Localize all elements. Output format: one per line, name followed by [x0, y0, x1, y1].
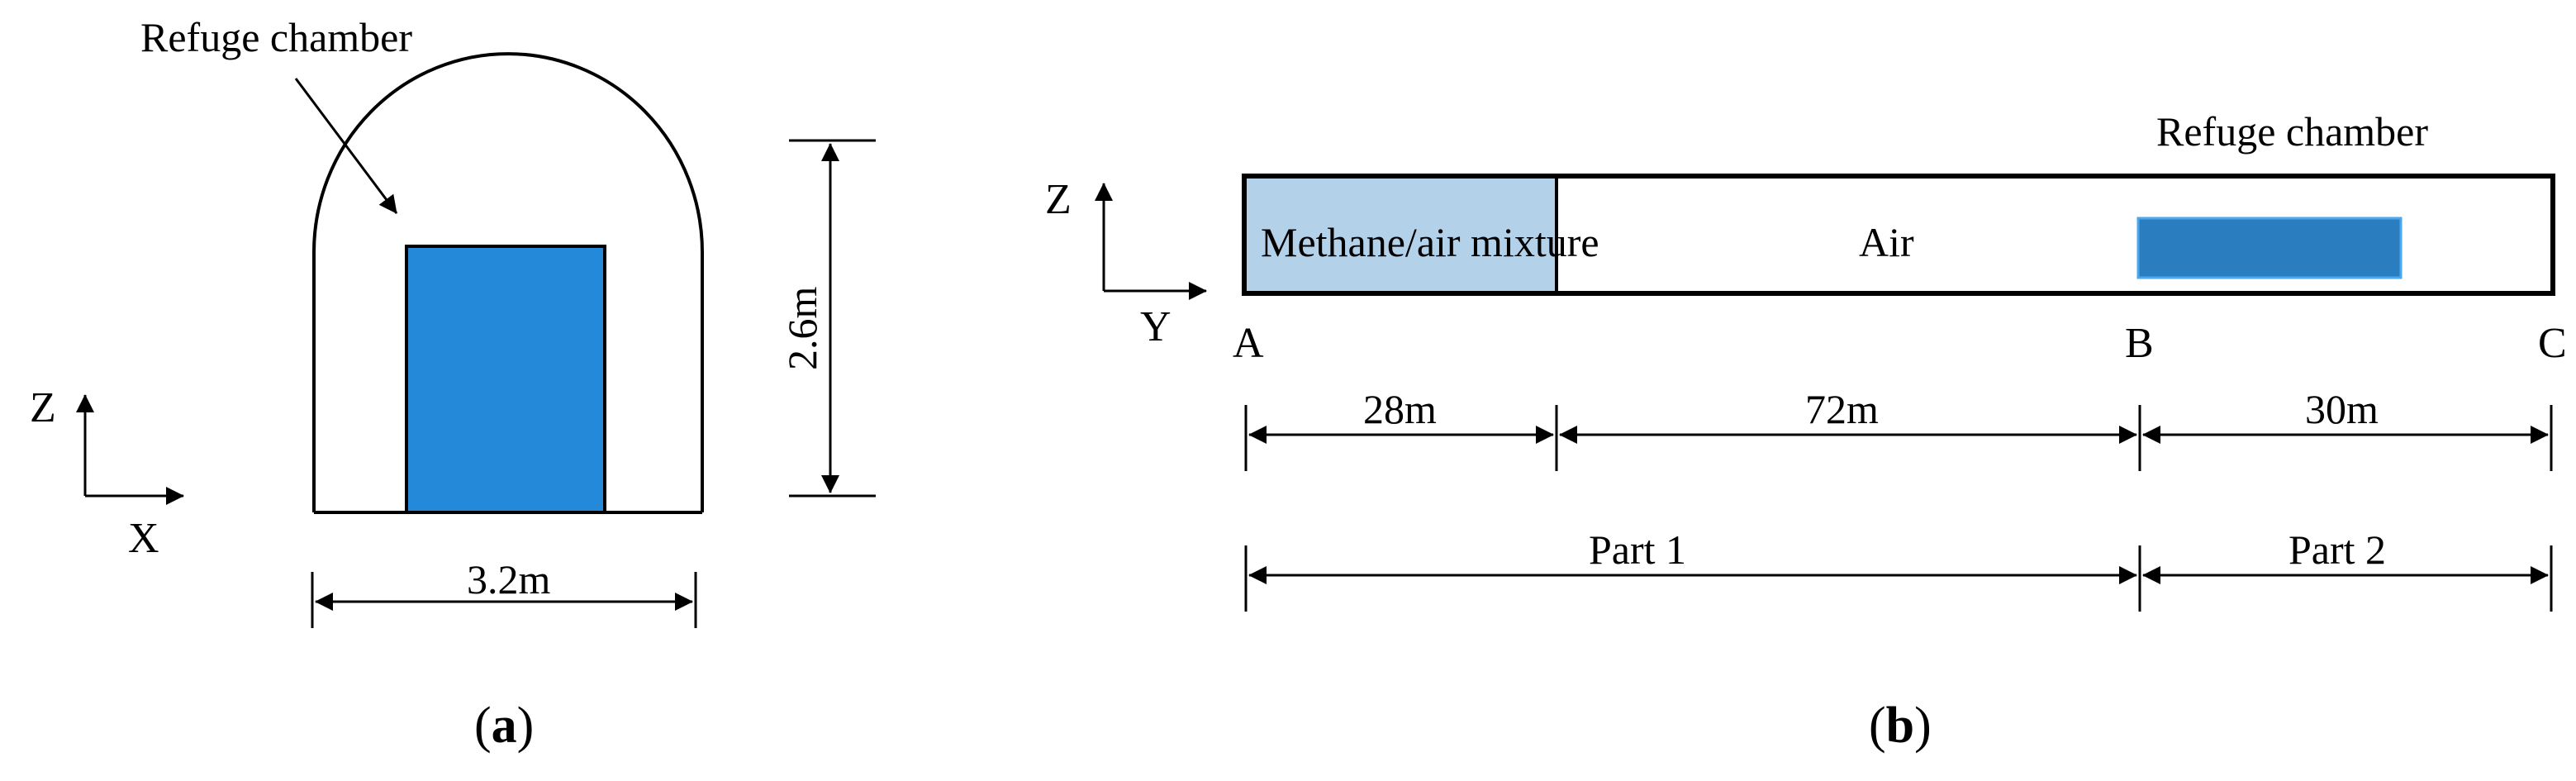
refuge-chamber-label-b: Refuge chamber [2156, 108, 2428, 155]
refuge-chamber-rect [405, 245, 606, 514]
refuge-chamber-callout-arrow [294, 78, 398, 214]
width-dim-label: 3.2m [467, 556, 551, 602]
part-2-label: Part 2 [2288, 526, 2386, 573]
axis-indicator-a: Z X [30, 384, 184, 562]
refuge-chamber-callout-label: Refuge chamber [140, 14, 412, 60]
dim-label-30m: 30m [2305, 386, 2379, 432]
axis-z-label-b: Z [1045, 176, 1072, 223]
axis-indicator-b: Z Y [1045, 176, 1207, 350]
tunnel-box [1242, 174, 2555, 296]
air-label: Air [1859, 219, 1914, 265]
point-a-label: A [1233, 320, 1264, 367]
axis-x-label: X [128, 515, 159, 562]
tunnel-outline [312, 52, 704, 512]
distance-dimensions: 28m 72m 30m [1244, 386, 2553, 471]
point-b-label: B [2125, 320, 2154, 367]
refuge-chamber-rect-b [2136, 217, 2403, 279]
mixture-region [1244, 176, 1557, 293]
panel-b: Refuge chamber Methane/air mixture Air Z… [1045, 108, 2567, 754]
axis-z-label: Z [30, 384, 56, 431]
height-dim-label: 2.6m [779, 287, 825, 371]
width-dimension: 3.2m [311, 556, 697, 628]
axis-y-label-b: Y [1140, 303, 1172, 350]
height-dimension: 2.6m [779, 139, 876, 498]
dim-label-72m: 72m [1805, 386, 1879, 432]
panel-a: Refuge chamber Z X 2.6m 3.2m (a) [30, 14, 876, 754]
dim-label-28m: 28m [1363, 386, 1437, 432]
part-1-label: Part 1 [1589, 526, 1686, 573]
caption-b: (b) [1869, 698, 1932, 754]
caption-a: (a) [474, 698, 534, 754]
point-c-label: C [2538, 320, 2567, 367]
part-dimensions: Part 1 Part 2 [1244, 526, 2553, 612]
mixture-label: Methane/air mixture [1261, 219, 1599, 265]
